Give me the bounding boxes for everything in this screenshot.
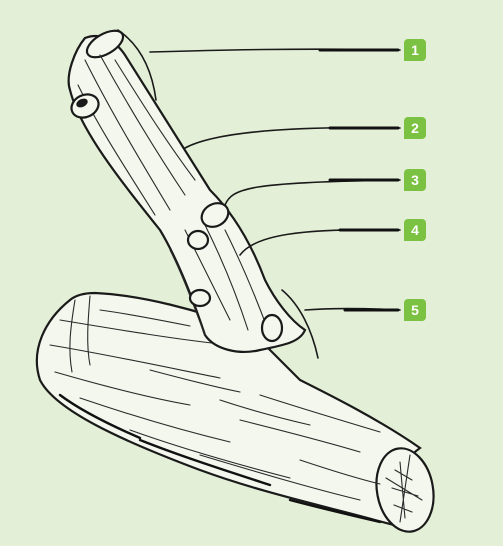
- label-badge-2: 2: [404, 117, 426, 139]
- label-badge-5: 5: [404, 299, 426, 321]
- leader-line-4: [240, 230, 400, 255]
- leader-line-2: [185, 128, 400, 148]
- label-badge-3: 3: [404, 169, 426, 191]
- label-badge-4: 4: [404, 219, 426, 241]
- leader-line-3: [225, 180, 400, 205]
- label-badge-1: 1: [404, 39, 426, 61]
